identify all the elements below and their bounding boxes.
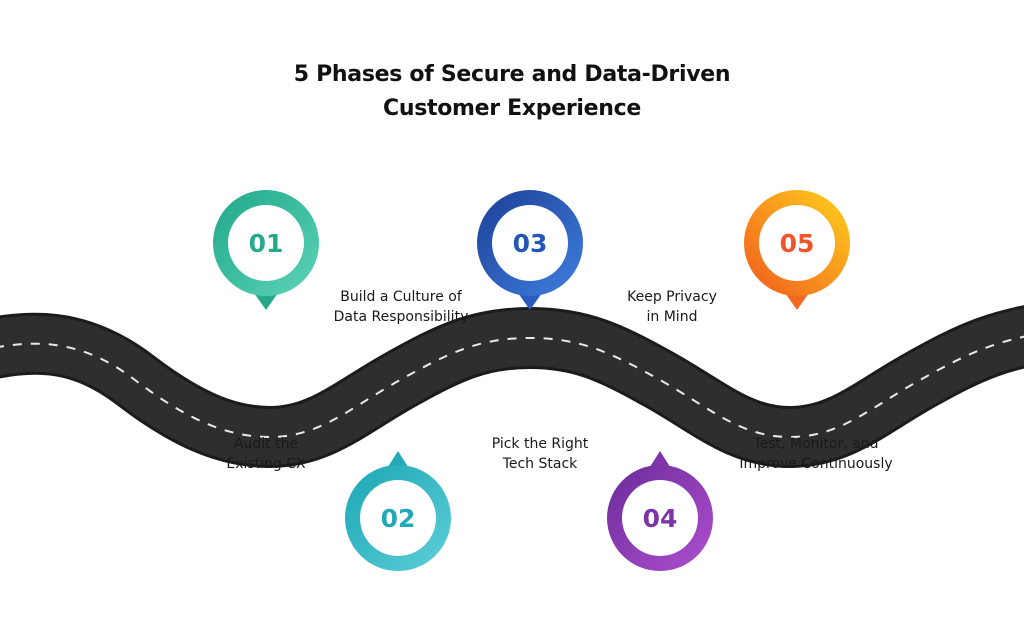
phase-01-pin: 01 (213, 190, 319, 310)
phase-03-label-line-1: Pick the Right (491, 436, 589, 452)
phase-04-label-line-2: in Mind (646, 309, 698, 325)
phase-03-number: 03 (513, 229, 548, 258)
phase-05-pin: 05 (744, 190, 850, 310)
phase-05-label-line-1: Test, Monitor, and (753, 436, 879, 452)
phase-02-pin: 02 (345, 451, 451, 571)
phase-02-label: Build a Culture of Data Responsibility (291, 287, 511, 327)
phase-01-label-line-2: Existing CX (226, 456, 306, 472)
phase-04-number: 04 (643, 504, 678, 533)
phase-01-number: 01 (249, 229, 284, 258)
phase-05-label-line-2: Improve Continuously (739, 456, 893, 472)
phase-01-label-line-1: Audit the (233, 436, 299, 452)
road-center-line (0, 335, 1024, 439)
diagram-title: 5 Phases of Secure and Data-Driven Custo… (0, 58, 1024, 126)
phase-02-number: 02 (381, 504, 416, 533)
phase-03-label: Pick the Right Tech Stack (430, 434, 650, 474)
title-line-2: Customer Experience (382, 96, 641, 121)
phase-03-label-line-2: Tech Stack (502, 456, 578, 472)
phase-04-label-line-1: Keep Privacy (627, 289, 717, 305)
road-surface (0, 308, 1024, 466)
road (0, 305, 1024, 469)
phase-04-label: Keep Privacy in Mind (562, 287, 782, 327)
phase-03-pin: 03 (477, 190, 583, 310)
phase-04-pin: 04 (607, 451, 713, 571)
phase-05-number: 05 (780, 229, 815, 258)
phase-01-label: Audit the Existing CX (156, 434, 376, 474)
phase-02-label-line-1: Build a Culture of (340, 289, 462, 305)
phase-02-label-line-2: Data Responsibility (333, 309, 469, 325)
title-line-1: 5 Phases of Secure and Data-Driven (293, 62, 731, 87)
phase-05-label: Test, Monitor, and Improve Continuously (706, 434, 926, 474)
